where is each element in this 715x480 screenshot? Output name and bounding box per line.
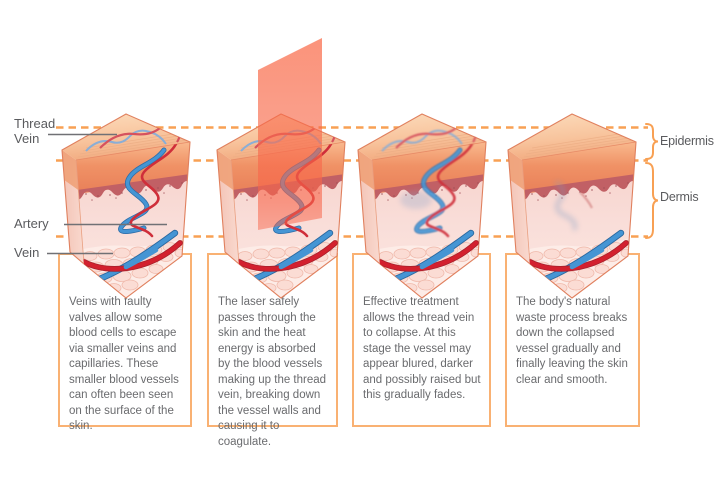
caption-box-stage-4: The body's natural waste process breaks … xyxy=(505,253,640,427)
label-epidermis: Epidermis xyxy=(660,134,714,148)
skin-block-stage-3 xyxy=(352,104,492,309)
collapsed-vein-smudge xyxy=(400,191,432,209)
laser-beam xyxy=(258,38,322,230)
caption-box-stage-3: Effective treatment allows the thread ve… xyxy=(352,253,491,427)
skin-block-stage-4 xyxy=(502,104,642,309)
fading-vein-smudge xyxy=(554,180,594,231)
label-dermis: Dermis xyxy=(660,190,699,204)
label-thread-vein: Thread Vein xyxy=(14,116,56,146)
skin-block-stage-1 xyxy=(56,104,196,309)
brace-epidermis xyxy=(645,123,659,160)
caption-text-stage-4: The body's natural waste process breaks … xyxy=(516,296,628,386)
caption-text-stage-2: The laser safely passes through the skin… xyxy=(218,296,327,448)
brace-dermis xyxy=(645,162,659,239)
label-vein: Vein xyxy=(14,245,40,260)
label-artery: Artery xyxy=(14,216,49,231)
caption-text-stage-1: Veins with faulty valves allow some bloo… xyxy=(69,296,179,432)
caption-text-stage-3: Effective treatment allows the thread ve… xyxy=(363,296,481,401)
